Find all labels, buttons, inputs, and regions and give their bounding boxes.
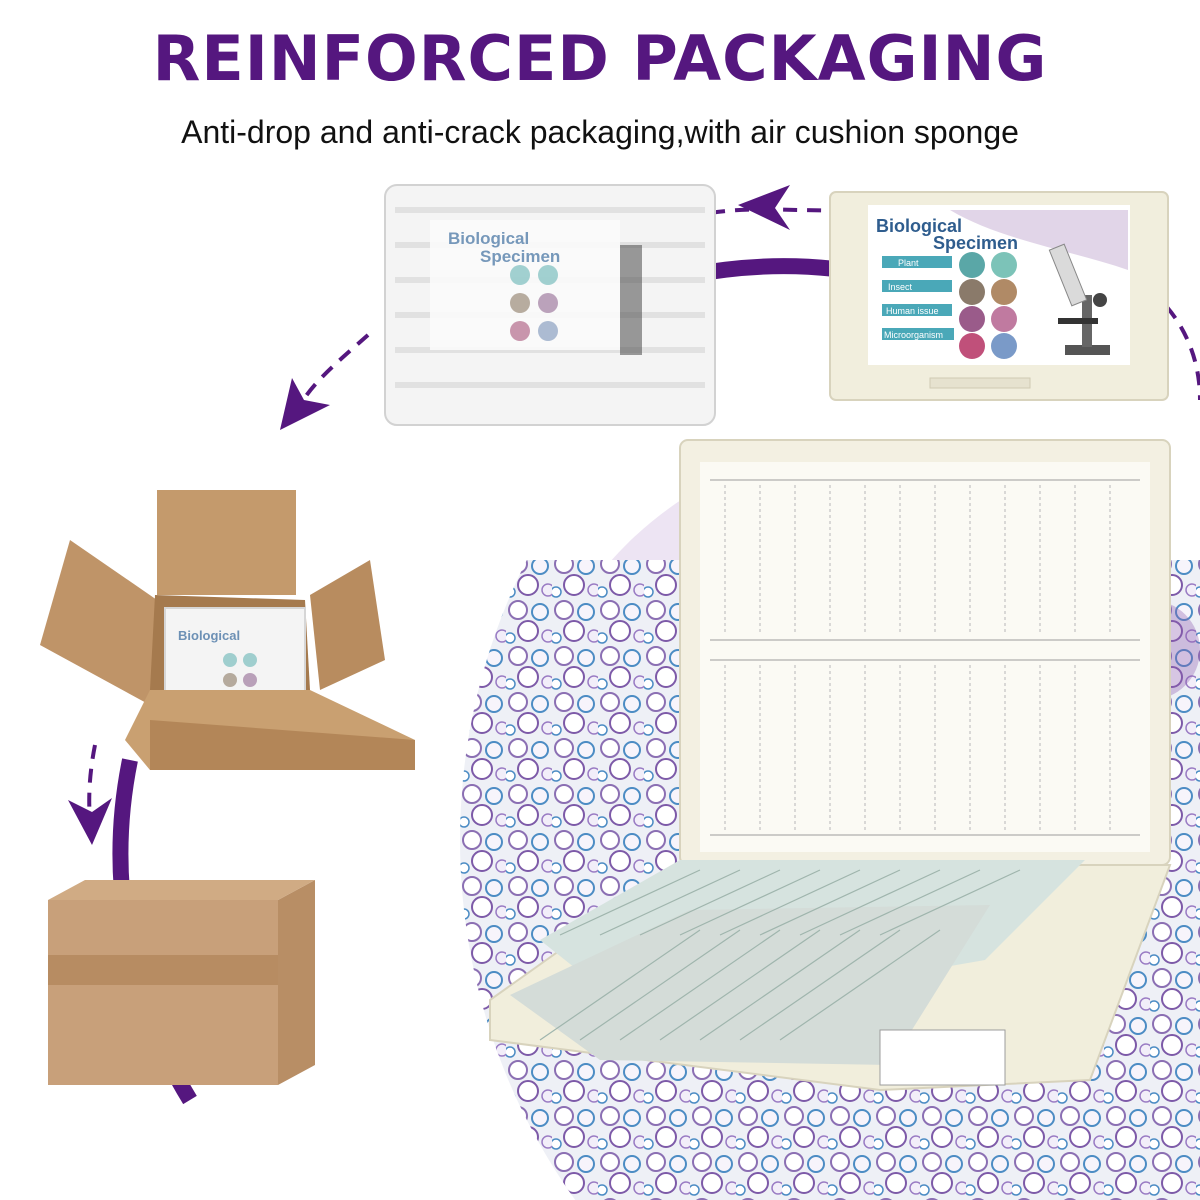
- dashed-arrow-left-top: [298, 333, 370, 407]
- category-human-issue: Human issue: [886, 306, 939, 316]
- wrapped-label-line1: Biological: [448, 229, 529, 248]
- page-subtitle: Anti-drop and anti-crack packaging,with …: [181, 114, 1019, 150]
- case-label-line1: Biological: [876, 216, 962, 236]
- wrapped-label-line2: Specimen: [480, 247, 560, 266]
- category-insect: Insect: [888, 282, 913, 292]
- arrowhead-icon: [68, 798, 112, 845]
- dashed-arrow-left-mid: [87, 744, 97, 821]
- microscope-icon: [1048, 243, 1110, 355]
- arrowhead-icon: [738, 185, 790, 230]
- category-microorganism: Microorganism: [884, 330, 943, 340]
- case-label-line2: Specimen: [933, 233, 1018, 253]
- category-plant: Plant: [898, 258, 919, 268]
- open-cardboard-box: Biological: [40, 490, 415, 770]
- closed-cardboard-box: [48, 880, 315, 1085]
- box-label-line1: Biological: [178, 628, 240, 643]
- open-slide-case: [489, 439, 1172, 1092]
- air-cushion-package: Biological Specimen: [384, 184, 716, 426]
- arrowhead-icon: [280, 378, 330, 430]
- closed-slide-case: Biological Specimen Plant Insect Human i…: [829, 191, 1169, 401]
- page-title: REINFORCED PACKAGING: [152, 22, 1048, 95]
